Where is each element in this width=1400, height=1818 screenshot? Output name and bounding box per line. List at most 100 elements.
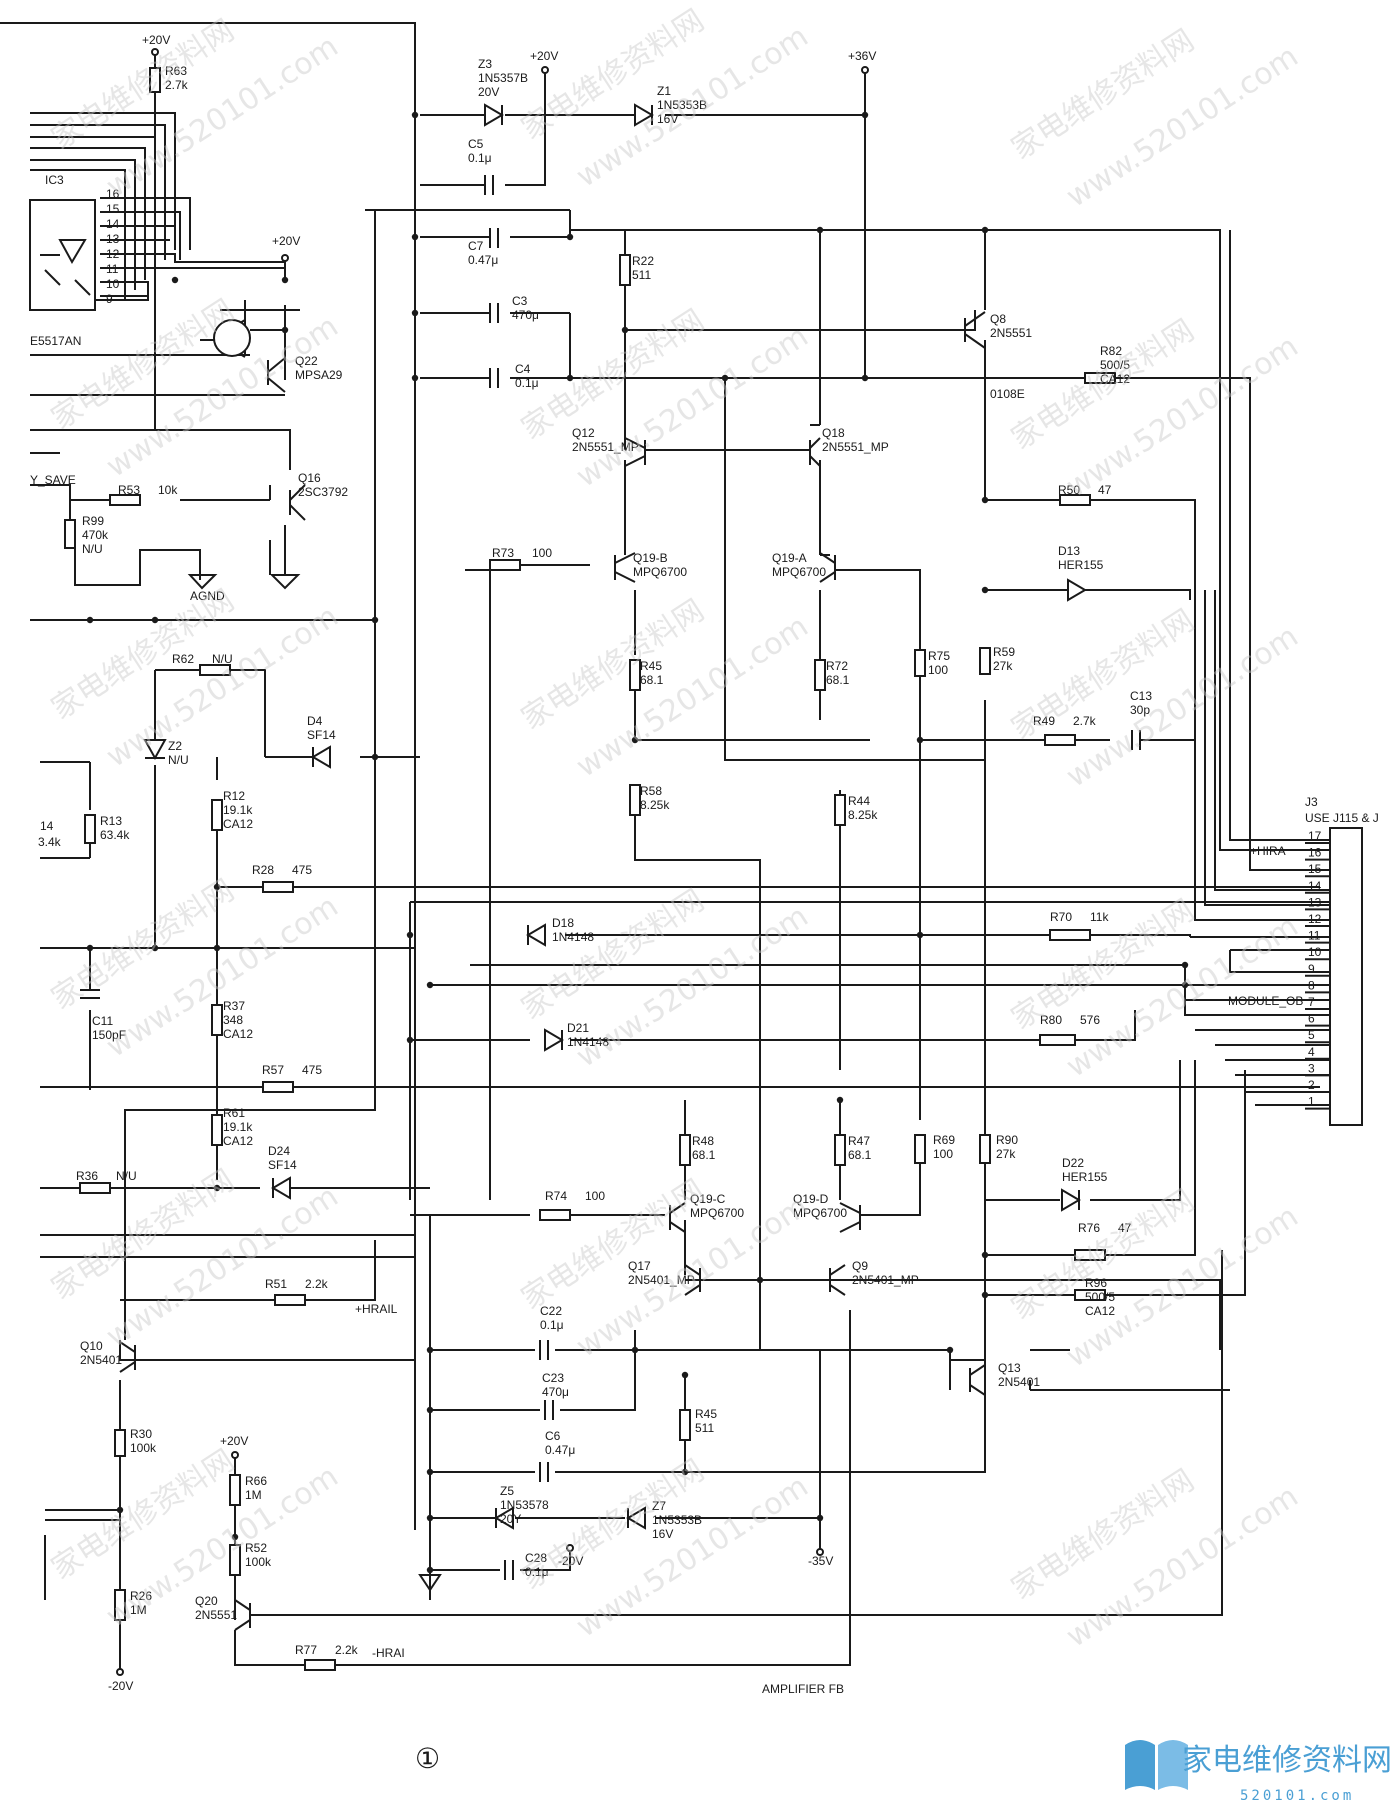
r90-val: 27k xyxy=(996,1147,1016,1161)
capacitors xyxy=(80,175,1141,1580)
r82-val: 500/5 xyxy=(1100,358,1130,372)
junction-dot xyxy=(681,1371,689,1379)
j3-pin-15: 15 xyxy=(1308,862,1322,876)
d4-part: SF14 xyxy=(307,728,336,742)
q16-symbol xyxy=(289,484,306,521)
d13-part: HER155 xyxy=(1058,558,1104,572)
j3-pin-12: 12 xyxy=(1308,912,1322,926)
d21-ref: D21 xyxy=(567,1021,589,1035)
net-module-ob: MODULE_OB xyxy=(1228,994,1303,1008)
r12-val: 19.1k xyxy=(223,803,253,817)
r75-ref: R75 xyxy=(928,649,950,663)
junction-dot xyxy=(1181,961,1189,969)
c28-ref: C28 xyxy=(525,1551,547,1565)
r51-val: 2.2k xyxy=(305,1277,329,1291)
r61-ref: R61 xyxy=(223,1106,245,1120)
junction-dot xyxy=(281,276,289,284)
r99-val: 470k xyxy=(82,528,109,542)
r61-tag: CA12 xyxy=(223,1134,253,1148)
r45b-val: 511 xyxy=(695,1421,714,1435)
r72-body xyxy=(814,659,826,691)
r12-body xyxy=(211,799,223,831)
junction-dot xyxy=(213,1184,221,1192)
q19b-symbol xyxy=(614,552,636,583)
c7-ref: C7 xyxy=(468,239,484,253)
r48-body xyxy=(679,1134,691,1166)
r96-body xyxy=(1074,1289,1106,1301)
r48-ref: R48 xyxy=(692,1134,714,1148)
junction-dot xyxy=(426,1468,434,1476)
r70-body xyxy=(1049,929,1091,941)
q12-part: 2N5551_MP xyxy=(572,440,639,454)
q13-ref: Q13 xyxy=(998,1361,1021,1375)
d22-ref: D22 xyxy=(1062,1156,1084,1170)
d4-symbol xyxy=(311,745,331,769)
r37-val: 348 xyxy=(223,1013,243,1027)
rail-p36: +36V xyxy=(848,49,876,63)
o108e-ref: 0108E xyxy=(990,387,1025,401)
j3-pin-7: 7 xyxy=(1308,995,1315,1009)
junction-dot xyxy=(1181,981,1189,989)
r58-body xyxy=(629,784,641,816)
r80-ref: R80 xyxy=(1040,1013,1062,1027)
c13-ref: C13 xyxy=(1130,689,1152,703)
r12-tag: CA12 xyxy=(223,817,253,831)
c22-symbol xyxy=(539,1340,549,1360)
r37-body xyxy=(211,1004,223,1036)
r66-ref: R66 xyxy=(245,1474,267,1488)
q17-part: 2N5401_MP xyxy=(628,1273,695,1287)
r45a-ref: R45 xyxy=(640,659,662,673)
r57-body xyxy=(262,1081,294,1093)
r96-tag: CA12 xyxy=(1085,1304,1115,1318)
junction-dot xyxy=(426,1406,434,1414)
d24-symbol xyxy=(271,1176,291,1200)
junction-dot xyxy=(411,374,419,382)
junction-dot xyxy=(406,1036,414,1044)
r51-ref: R51 xyxy=(265,1277,287,1291)
junction-dot xyxy=(371,753,379,761)
r76-val: 47 xyxy=(1118,1221,1132,1235)
ic3-pin-11: 11 xyxy=(106,262,119,276)
r59-body xyxy=(979,647,991,675)
d21-part: 1N4148 xyxy=(567,1035,609,1049)
wiring xyxy=(0,22,1350,1670)
z2-symbol xyxy=(143,739,167,761)
r73-ref: R73 xyxy=(492,546,514,560)
brand-name: 家电维修资料网 xyxy=(1182,1743,1392,1778)
junction-dot xyxy=(981,226,989,234)
rail-p20-r63: +20V xyxy=(142,33,170,47)
c28-symbol xyxy=(504,1560,514,1580)
r28-body xyxy=(262,881,294,893)
junction-dot xyxy=(406,931,414,939)
c7-val: 0.47μ xyxy=(468,253,498,267)
rail-n20-r26: -20V xyxy=(108,1679,133,1693)
r50-val: 47 xyxy=(1098,483,1112,497)
c23-val: 470μ xyxy=(542,1385,569,1399)
junction-dots xyxy=(86,111,1189,1574)
q8-part: 2N5551 xyxy=(990,326,1032,340)
z3-symbol xyxy=(484,103,504,127)
r49-body xyxy=(1044,734,1076,746)
junction-dot xyxy=(116,1506,124,1514)
net-hira: +HIRA xyxy=(1250,844,1286,858)
junction-dot xyxy=(171,276,179,284)
watermark-url: www.520101.com xyxy=(1060,619,1304,795)
junction-dot xyxy=(981,1251,989,1259)
q22-ref: Q22 xyxy=(295,354,318,368)
z7-val: 16V xyxy=(652,1527,673,1541)
r13-val: 63.4k xyxy=(100,828,130,842)
q8-ref: Q8 xyxy=(990,312,1006,326)
j3-pin-6: 6 xyxy=(1308,1012,1315,1026)
q19d-part: MPQ6700 xyxy=(793,1206,847,1220)
watermark-url: www.520101.com xyxy=(1060,1479,1304,1655)
q13-symbol xyxy=(969,1364,986,1396)
q19a-part: MPQ6700 xyxy=(772,565,826,579)
r82-body xyxy=(1084,372,1116,384)
r74-body xyxy=(539,1209,571,1221)
r44-val: 8.25k xyxy=(848,808,878,822)
q19b-ref: Q19-B xyxy=(633,551,668,565)
